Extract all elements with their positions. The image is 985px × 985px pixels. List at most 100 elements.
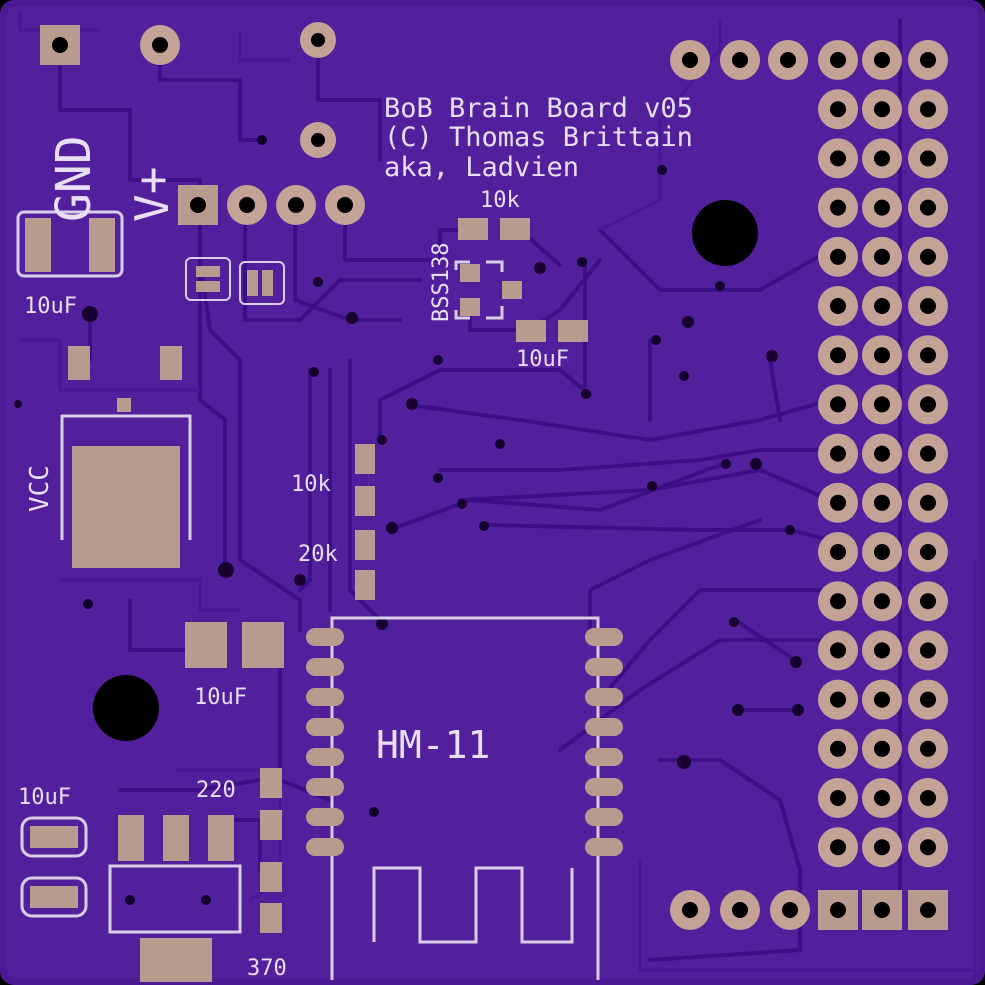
c-10uf-bottom-label: 10uF <box>18 785 71 810</box>
title-line-2: (C) Thomas Brittain <box>384 122 693 153</box>
pin-hole <box>874 101 890 118</box>
pin-hole <box>874 150 890 167</box>
pin-hole <box>830 790 846 806</box>
vcc-label: VCC <box>25 465 55 512</box>
pin-hole <box>920 642 936 659</box>
pin-hole <box>874 347 890 364</box>
pin-hole <box>830 347 846 364</box>
pin-hole <box>874 544 890 560</box>
resistor-220 <box>260 768 282 840</box>
pin-hole <box>920 494 936 511</box>
voltage-regulator <box>60 398 192 568</box>
title-line-3: aka, Ladvien <box>384 152 579 183</box>
pin-hole <box>311 133 325 147</box>
pin-hole <box>830 396 846 413</box>
r-370-label: 370 <box>247 956 287 981</box>
resistor-10k-mid <box>355 444 375 516</box>
pin-hole <box>830 494 846 511</box>
pin-hole <box>920 396 936 413</box>
pin-hole <box>830 740 846 757</box>
mounting-hole-left <box>93 675 159 741</box>
module-pad-left <box>306 628 344 646</box>
title-line-1: BoB Brain Board v05 <box>384 93 693 124</box>
pad-left-b <box>160 346 182 380</box>
vias <box>14 135 804 905</box>
r-10k-mid-label: 10k <box>291 472 331 497</box>
pin-hole <box>920 740 936 757</box>
pin-hole <box>874 248 890 265</box>
r-10k-top-label: 10k <box>480 188 520 213</box>
pin-hole <box>874 396 890 413</box>
pin-hole <box>874 298 890 314</box>
c-10uf-lower-label: 10uF <box>194 685 247 710</box>
pin-hole <box>874 494 890 511</box>
pin-hole <box>920 839 936 856</box>
mounting-hole-top <box>692 200 758 266</box>
pin-hole <box>874 445 890 462</box>
module-pad-right <box>585 778 623 796</box>
module-pad-right <box>585 628 623 646</box>
pin-hole <box>830 593 846 610</box>
pin-hole <box>830 298 846 314</box>
resistor-10k-top <box>458 218 530 240</box>
r-20k-label: 20k <box>298 542 338 567</box>
module-pad-right <box>585 718 623 736</box>
pin-hole <box>920 52 936 68</box>
pin-hole <box>830 52 846 68</box>
capacitor-c4 <box>20 816 88 918</box>
pin-hole <box>920 248 936 265</box>
pin-hole <box>311 33 325 47</box>
pin-hole <box>874 199 890 216</box>
title-text: BoB Brain Board v05 (C) Thomas Brittain … <box>384 93 693 183</box>
hm11-label: HM-11 <box>376 723 490 767</box>
pin-hole <box>830 101 846 118</box>
pad-left-a <box>68 346 90 380</box>
pin-hole <box>920 101 936 118</box>
resistor-370 <box>260 862 282 933</box>
pin-hole <box>920 199 936 216</box>
module-pad-right <box>585 808 623 826</box>
pin-hole <box>874 790 890 806</box>
module-pad-left <box>306 658 344 676</box>
pin-hole <box>830 445 846 462</box>
vplus-label: V+ <box>125 167 179 222</box>
module-pad-left <box>306 778 344 796</box>
pin-hole <box>920 347 936 364</box>
pin-hole <box>874 52 890 68</box>
header-top-row <box>670 40 808 80</box>
gnd-label: GND <box>46 135 102 222</box>
capacitor-c2 <box>516 320 588 342</box>
hm11-module <box>306 616 623 980</box>
c-10uf-left-label: 10uF <box>24 294 77 319</box>
mosfet-bss138 <box>454 260 522 320</box>
jumper-pads <box>185 257 285 305</box>
pin-hole <box>152 37 168 53</box>
regulator-sot223 <box>108 815 242 982</box>
pin-hole <box>830 544 846 560</box>
pin-hole <box>830 839 846 856</box>
c-10uf-mid-label: 10uF <box>516 347 569 372</box>
pin-hole <box>874 642 890 659</box>
pin-hole <box>874 839 890 856</box>
capacitor-c1 <box>16 210 124 278</box>
module-pad-left <box>306 688 344 706</box>
pin-hole <box>920 150 936 167</box>
pin-hole <box>920 544 936 560</box>
pin-hole <box>830 248 846 265</box>
header-bottom <box>670 890 948 930</box>
resistor-20k <box>355 530 375 600</box>
module-pad-left <box>306 808 344 826</box>
module-pad-right <box>585 838 623 856</box>
pin-hole <box>920 298 936 314</box>
header-right-array <box>818 40 948 868</box>
pin-hole <box>830 150 846 167</box>
module-pad-right <box>585 658 623 676</box>
pin-hole <box>830 642 846 659</box>
pin-hole <box>874 691 890 708</box>
pin-hole <box>830 691 846 708</box>
pin-hole <box>920 790 936 806</box>
bss138-label: BSS138 <box>429 243 454 322</box>
pin-hole <box>52 37 68 53</box>
pin-hole <box>920 691 936 708</box>
